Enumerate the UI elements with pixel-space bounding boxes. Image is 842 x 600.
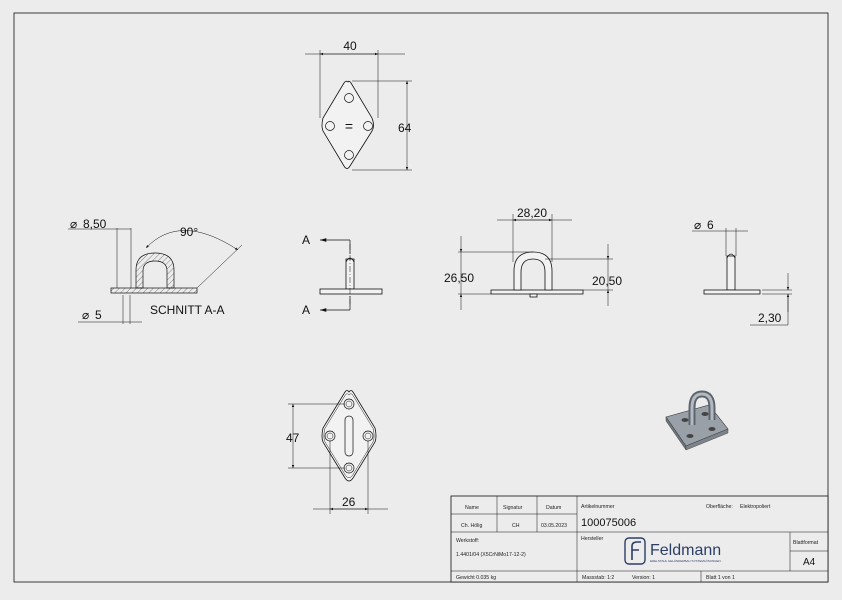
section-view: ⌀ 8,50 90° ⌀ 5 SCHNITT A-A — [68, 217, 243, 324]
brand-name: Feldmann — [650, 542, 721, 559]
title-col-name: Name — [465, 505, 479, 511]
top-width-dimension: 40 — [343, 39, 357, 53]
title-signature-value: CH — [512, 523, 520, 529]
side-diameter-dimension: 6 — [707, 218, 714, 232]
section-angle-dimension: 90° — [180, 225, 198, 239]
weight-text: Gewicht 0.035 kg — [456, 575, 496, 581]
side-view: ⌀ 6 2,30 — [692, 218, 792, 326]
front-view: 28,20 26,50 20,50 — [444, 206, 622, 310]
title-block: Name Signatur Datum Ch. Hölig CH 03.05.2… — [450, 495, 829, 583]
top-view: = 40 64 — [305, 39, 412, 171]
version-text: Version: 1 — [632, 575, 655, 581]
sheet-text: Blatt 1 von 1 — [706, 575, 735, 581]
title-name-value: Ch. Hölig — [461, 523, 482, 529]
surface-value: Elektropoliert — [740, 504, 771, 510]
cut-marker-bottom: A — [302, 303, 310, 317]
article-number: 100075006 — [581, 517, 636, 529]
cut-marker-top: A — [302, 233, 310, 247]
surface-label: Oberfläche: — [706, 504, 733, 510]
section-label: SCHNITT A-A — [150, 303, 224, 317]
bottom-height-dimension: 47 — [286, 431, 300, 445]
front-inner-height-dimension: 20,50 — [592, 274, 622, 288]
cut-side-view: A A — [302, 233, 383, 317]
side-thickness-dimension: 2,30 — [758, 311, 782, 325]
material-label: Werkstoff: — [456, 538, 479, 544]
brand-tagline: EDELSTAHL GELÄNDERBAU SYSTEMLÖSUNGEN — [650, 559, 721, 563]
section-diameter-symbol: ⌀ — [70, 217, 77, 231]
section-hole-diameter-symbol: ⌀ — [82, 308, 89, 322]
isometric-preview — [665, 390, 729, 451]
side-diameter-symbol: ⌀ — [694, 218, 701, 232]
article-label: Artikelnummer — [581, 504, 615, 510]
sheet-format-value: A4 — [803, 557, 816, 568]
front-total-height-dimension: 26,50 — [444, 271, 474, 285]
bottom-width-dimension: 26 — [342, 495, 356, 509]
manufacturer-label: Hersteller — [581, 536, 603, 542]
section-diameter-dimension: 8,50 — [83, 217, 107, 231]
feldmann-logo: Feldmann EDELSTAHL GELÄNDERBAU SYSTEMLÖS… — [624, 537, 721, 565]
top-height-dimension: 64 — [398, 121, 412, 135]
bottom-view: 47 26 — [286, 390, 388, 514]
title-col-date: Datum — [546, 505, 561, 511]
title-col-signature: Signatur — [503, 505, 523, 511]
drawing-border — [13, 12, 829, 583]
section-hole-dimension: 5 — [95, 308, 102, 322]
scale-text: Massstab: 1:2 — [582, 575, 614, 581]
sheet-format-label: Blattformat — [793, 540, 819, 546]
front-inner-width-dimension: 28,20 — [517, 206, 547, 220]
material-value: 1.4401/04 (X5CrNiMo17-12-2) — [456, 552, 526, 558]
top-view-symbol: = — [345, 118, 353, 134]
title-date-value: 03.05.2023 — [541, 523, 567, 529]
